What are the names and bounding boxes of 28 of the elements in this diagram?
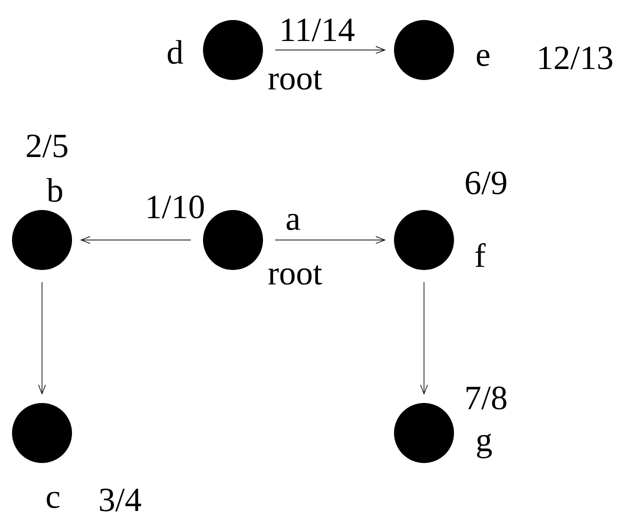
node-label: 12/13 [539,46,612,70]
node-dot [12,210,72,270]
arrow [274,46,386,54]
node-label: root [268,70,322,90]
node-dot [12,402,72,463]
node-label: 7/8 [466,386,506,410]
node-label: 1/10 [148,196,204,218]
node-label: root [268,265,322,285]
arrow [80,236,192,244]
node-label: g [477,434,492,458]
node-label: e [476,50,490,66]
arrow [420,282,428,395]
node-label: 2/5 [26,134,68,158]
node-label: 3/4 [100,488,142,512]
node-label: d [168,40,184,64]
node-dot [203,210,263,270]
node-label: 11/14 [282,18,354,42]
node-label: a [286,214,300,230]
node-dot [394,210,454,270]
node-label: b [46,178,62,202]
node-dot [203,20,263,80]
node-label: 6/9 [466,172,506,194]
node-dot [394,20,454,80]
node-dot [394,402,454,463]
arrow [38,282,46,395]
arrow [274,236,386,244]
node-label: c [46,492,60,508]
node-label: f [475,243,486,267]
